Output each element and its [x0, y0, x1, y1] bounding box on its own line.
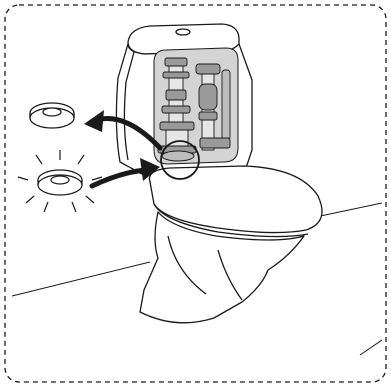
new-seal-sparkle-icon	[18, 150, 102, 212]
toilet-seat-lid	[149, 166, 322, 233]
flush-button	[176, 29, 190, 35]
valve-seal-location	[162, 151, 194, 161]
old-seal-washer-icon	[30, 103, 74, 128]
